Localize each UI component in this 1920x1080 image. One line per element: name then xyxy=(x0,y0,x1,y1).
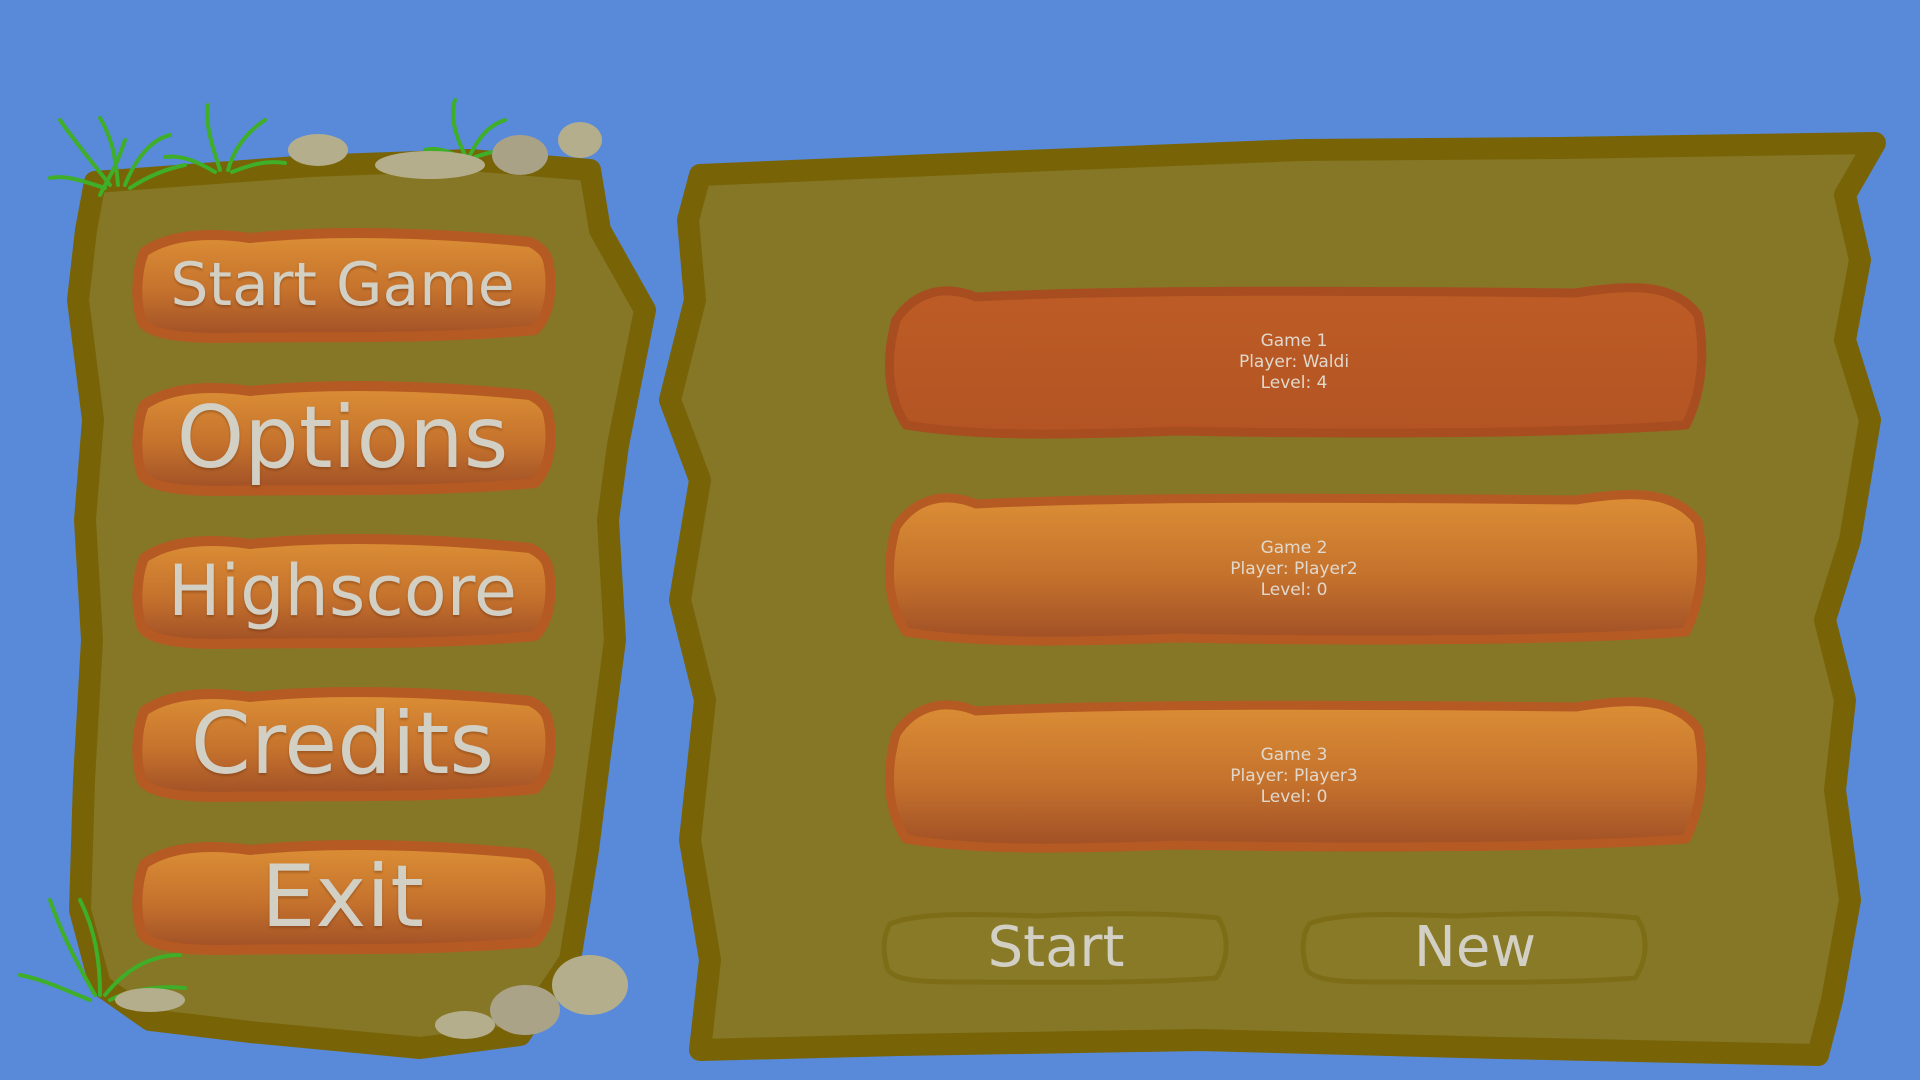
start-game-label: Start Game xyxy=(170,249,515,320)
button-shape xyxy=(132,534,555,649)
slot-player: Player: Waldi xyxy=(1238,352,1350,372)
button-shape xyxy=(132,840,555,955)
grass-tuft-icon xyxy=(48,116,187,197)
stone-icon xyxy=(490,985,560,1035)
start-button[interactable]: Start xyxy=(878,906,1234,988)
button-shape xyxy=(132,228,555,343)
grass-tuft-icon xyxy=(18,898,187,1002)
slot-player: Player: Player3 xyxy=(1230,766,1358,786)
button-shape xyxy=(132,381,555,496)
stone-icon xyxy=(492,135,548,175)
slot-level: Level: 0 xyxy=(1260,580,1328,600)
button-shape xyxy=(132,687,555,802)
exit-label: Exit xyxy=(261,846,424,947)
new-button[interactable]: New xyxy=(1297,906,1653,988)
stone-icon xyxy=(115,988,185,1012)
button-shape xyxy=(881,911,1229,985)
grass-tuft-icon xyxy=(163,103,287,174)
exit-button[interactable]: Exit xyxy=(130,834,555,959)
slot-shape xyxy=(885,283,1707,439)
new-label: New xyxy=(1413,914,1537,980)
highscore-button[interactable]: Highscore xyxy=(130,528,555,653)
start-game-button[interactable]: Start Game xyxy=(130,222,555,347)
button-shape xyxy=(1300,911,1648,985)
save-slot-3[interactable]: Game 3 Player: Player3 Level: 0 xyxy=(876,689,1712,864)
slot-title: Game 3 xyxy=(1260,745,1328,765)
stone-icon xyxy=(558,122,602,158)
slot-title: Game 2 xyxy=(1260,538,1328,558)
stone-icon xyxy=(435,1011,495,1039)
slot-shape xyxy=(885,697,1707,853)
options-button[interactable]: Options xyxy=(130,375,555,500)
slot-level: Level: 0 xyxy=(1260,787,1328,807)
save-slot-2[interactable]: Game 2 Player: Player2 Level: 0 xyxy=(876,482,1712,657)
save-slot-1[interactable]: Game 1 Player: Waldi Level: 4 xyxy=(876,275,1712,450)
stone-icon xyxy=(288,134,348,166)
highscore-label: Highscore xyxy=(168,549,517,632)
slot-shape xyxy=(885,490,1707,646)
slot-title: Game 1 xyxy=(1260,331,1328,351)
stone-icon xyxy=(552,955,628,1015)
stone-icon xyxy=(375,151,485,179)
start-label: Start xyxy=(987,914,1125,980)
slot-player: Player: Player2 xyxy=(1230,559,1358,579)
credits-button[interactable]: Credits xyxy=(130,681,555,806)
options-label: Options xyxy=(176,387,509,488)
credits-label: Credits xyxy=(190,693,495,794)
slot-level: Level: 4 xyxy=(1260,373,1328,393)
